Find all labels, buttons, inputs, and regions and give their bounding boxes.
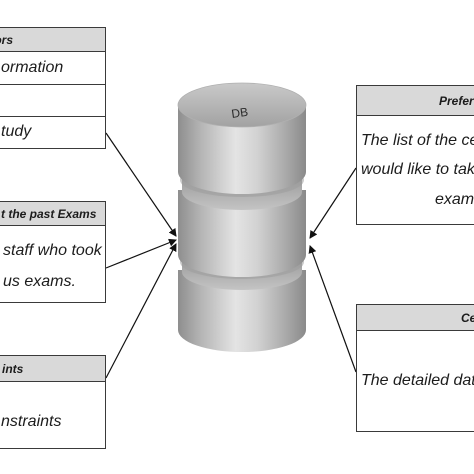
constraints-header: ints [0, 356, 105, 382]
past-exams-line-2: us exams. [3, 273, 76, 290]
centers-line-1: The detailed data [361, 372, 474, 389]
preferences-header: Prefere [357, 86, 474, 116]
factors-row-3-text: tudy [1, 123, 32, 140]
factors-row-2 [0, 85, 105, 117]
arrow-past-exams-to-db [105, 238, 177, 269]
centers-title: Ce [461, 311, 474, 325]
constraints-line-1: nstraints [1, 413, 62, 430]
arrow-centers-to-db [308, 245, 357, 373]
constraints-title: ints [2, 362, 24, 376]
past-exams-line-1: staff who took [3, 242, 102, 259]
factors-box: ctors ormation tudy [0, 27, 106, 149]
factors-row-1-text: ormation [1, 59, 64, 76]
cylinder-middle-segment [178, 190, 306, 277]
factors-row-1: ormation [0, 52, 105, 85]
cylinder-bottom-segment [178, 270, 306, 352]
preferences-line-3: exam [435, 191, 474, 208]
arrow-preferences-to-db [309, 167, 357, 239]
centers-box: Ce The detailed data [356, 304, 474, 432]
centers-header: Ce [357, 305, 474, 331]
constraints-box: ints nstraints [0, 355, 106, 449]
connectors [105, 132, 357, 379]
preferences-box: Prefere The list of the cen would like t… [356, 85, 474, 225]
past-exams-box: t the past Exams staff who took us exams… [0, 201, 106, 303]
preferences-line-2: would like to take [361, 161, 474, 178]
past-exams-header: t the past Exams [0, 202, 105, 226]
factors-header: ctors [0, 28, 105, 52]
preferences-title: Prefere [439, 94, 474, 108]
cylinder-top-cap [177, 82, 307, 128]
cylinder-top-segment [178, 105, 306, 194]
arrow-constraints-to-db [105, 243, 177, 379]
arrow-factors-to-db [105, 132, 177, 237]
preferences-line-1: The list of the cen [361, 132, 474, 149]
factors-title: ctors [0, 33, 13, 47]
database-label: DB [230, 105, 248, 121]
past-exams-title: t the past Exams [1, 207, 97, 221]
factors-row-3: tudy [0, 117, 105, 150]
database-cylinder: DB [177, 82, 307, 352]
